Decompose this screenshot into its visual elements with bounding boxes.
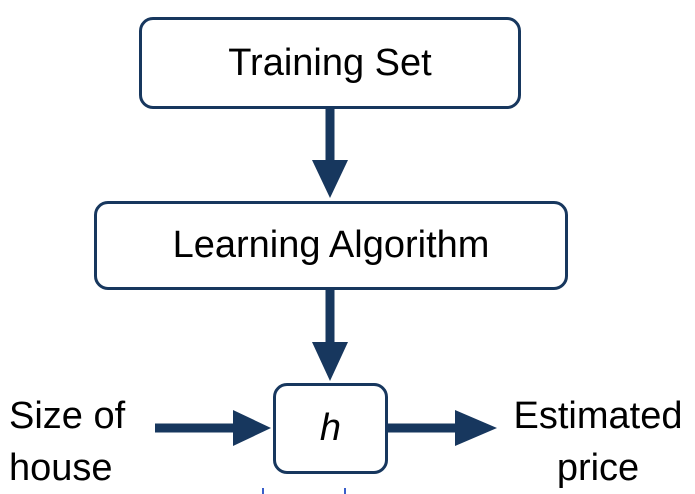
input-label: Size of house <box>9 390 125 494</box>
output-label-line1: Estimated <box>513 395 683 437</box>
input-label-line2: house <box>9 447 113 489</box>
decorative-mark <box>344 488 346 494</box>
learning-algorithm-label: Learning Algorithm <box>172 224 490 266</box>
training-set-box: Training Set <box>139 17 521 109</box>
arrowhead-down-1 <box>312 160 348 198</box>
arrowhead-right-1 <box>233 410 271 446</box>
output-label-line2: price <box>556 447 640 489</box>
hypothesis-box: h <box>273 383 388 474</box>
output-label: Estimated price <box>503 390 693 494</box>
arrowhead-down-2 <box>312 342 348 381</box>
hypothesis-label: h <box>319 407 342 449</box>
learning-algorithm-box: Learning Algorithm <box>94 201 568 290</box>
input-label-line1: Size of <box>9 395 126 437</box>
training-set-label: Training Set <box>228 41 432 84</box>
decorative-mark <box>262 488 264 494</box>
arrowhead-right-2 <box>455 410 497 446</box>
